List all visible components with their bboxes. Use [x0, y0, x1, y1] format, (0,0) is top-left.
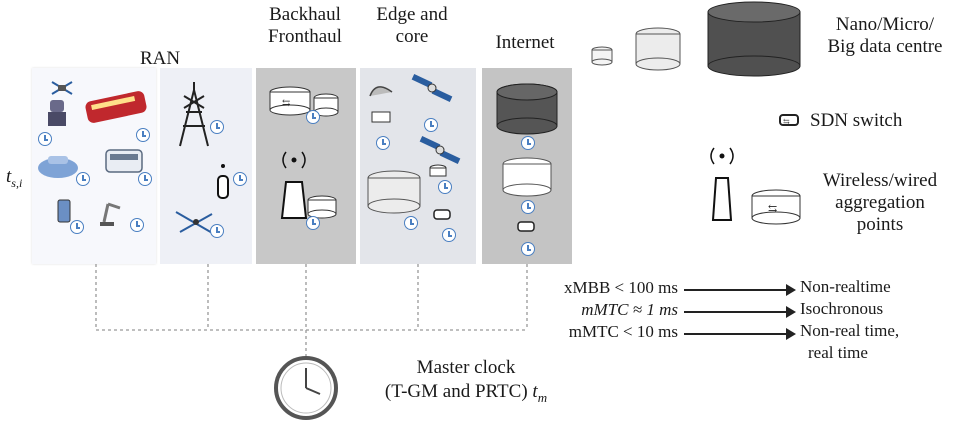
sdn-switch-icon-internet: [517, 221, 535, 232]
sdn-switch-icon-edge: [433, 209, 451, 220]
legend-sdn-switch-label: SDN switch: [810, 110, 903, 131]
svg-text:⇆: ⇆: [282, 98, 291, 109]
legend-aggregation-label: Wireless/wired aggregation points: [810, 170, 950, 236]
req-xmbb: xMBB < 100 ms: [564, 278, 678, 297]
legend-agg-line2: aggregation: [835, 192, 925, 213]
master-clock-icon: [274, 356, 338, 420]
bus-icon: [105, 149, 143, 173]
clock-icon: [521, 136, 535, 150]
arrow-mmtc-iso: [684, 306, 796, 318]
svg-text:⇆: ⇆: [783, 117, 790, 126]
wired-aggregation-legend-icon: ⇆: [751, 189, 801, 225]
clock-icon: [424, 118, 438, 132]
clock-icon: [76, 172, 90, 186]
internet-label: Internet: [495, 32, 555, 53]
clock-icon: [521, 242, 535, 256]
req-mmtc-result-line2: real time: [808, 343, 868, 362]
drone-icon: [51, 81, 73, 95]
phone-icon: [57, 199, 71, 223]
clock-connections: [95, 264, 528, 362]
train-icon: [85, 91, 147, 123]
clock-icon: [70, 220, 84, 234]
legend-agg-line1: Wireless/wired: [822, 170, 938, 191]
backhaul-label-line1: Backhaul: [269, 4, 341, 25]
aggregation-switch-icon: ⇆: [269, 86, 311, 116]
req-xmbb-result: Non-realtime: [800, 277, 891, 296]
satellite-icon-2: [419, 136, 461, 177]
robot-icon: [48, 100, 66, 126]
wireless-antenna-icon: [280, 151, 308, 219]
clock-icon: [376, 136, 390, 150]
req-mmtc-result: Non-real time, real time: [800, 320, 899, 364]
edge-data-centre-icon: [367, 170, 421, 214]
clock-icon: [138, 172, 152, 186]
small-antenna-icon: [217, 164, 229, 199]
arrow-mmtc: [684, 328, 796, 340]
clock-icon: [136, 128, 150, 142]
clock-icon: [438, 180, 452, 194]
ran-tower-panel: [160, 68, 252, 264]
backhaul-label-line2: Fronthaul: [268, 26, 342, 47]
master-clock-line1: Master clock: [416, 357, 516, 378]
req-mmtc: mMTC < 10 ms: [568, 322, 678, 341]
edge-panel: [360, 68, 476, 264]
legend-dc-line2: Big data centre: [827, 36, 943, 57]
big-data-centre-icon: [496, 83, 558, 135]
nano-dc-icon: [591, 46, 613, 66]
arrow-xmbb: [684, 284, 796, 296]
robot-arm-icon: [100, 202, 121, 226]
legend-data-centre-label: Nano/Micro/ Big data centre: [815, 14, 955, 58]
clock-icon: [442, 228, 456, 242]
master-clock-label: Master clock (T-GM and PRTC) tm: [356, 356, 576, 410]
micro-dc-icon: [635, 27, 681, 71]
req-mmtc-iso-result: Isochronous: [800, 299, 884, 318]
ran-label: RAN: [139, 48, 181, 69]
clock-icon: [233, 172, 247, 186]
backhaul-label: Backhaul Fronthaul: [250, 4, 360, 48]
svg-text:⇆: ⇆: [768, 203, 777, 215]
satellite-dish-icon: [369, 86, 393, 123]
clock-icon: [404, 216, 418, 230]
clock-icon: [521, 200, 535, 214]
micro-data-centre-icon: [502, 157, 552, 197]
clock-icon: [306, 216, 320, 230]
satellite-icon: [411, 74, 453, 102]
req-mmtc-result-line1: Non-real time,: [800, 321, 900, 340]
device-time-label: ts,i: [6, 166, 22, 191]
edge-label-line2: core: [395, 26, 429, 47]
wireless-legend-icon: [710, 147, 734, 221]
big-dc-icon: [707, 1, 801, 77]
clock-icon: [210, 120, 224, 134]
car-icon: [38, 156, 78, 178]
clock-icon: [306, 110, 320, 124]
master-clock-line2: (T-GM and PRTC) tm: [356, 380, 576, 410]
storage-small-icon: [313, 93, 339, 117]
storage-small-icon-2: [307, 195, 337, 219]
device-time-sub: s,i: [11, 175, 23, 190]
cell-tower-icon: [179, 82, 209, 147]
drone-icon-2: [175, 211, 215, 235]
master-clock-symbol: t: [532, 381, 538, 402]
device-time-base: t: [6, 166, 12, 187]
edge-label: Edge and core: [357, 4, 467, 48]
sdn-switch-legend-icon: ⇆: [779, 114, 799, 126]
legend-agg-line3: points: [856, 214, 904, 235]
master-clock-symbol-sub: m: [537, 389, 548, 405]
master-clock-prefix: (T-GM and PRTC): [384, 381, 533, 402]
edge-label-line1: Edge and: [376, 4, 448, 25]
clock-icon: [130, 218, 144, 232]
clock-icon: [210, 224, 224, 238]
req-mmtc-iso: mMTC ≈ 1 ms: [581, 300, 678, 319]
clock-icon: [38, 132, 52, 146]
legend-dc-line1: Nano/Micro/: [835, 14, 935, 35]
